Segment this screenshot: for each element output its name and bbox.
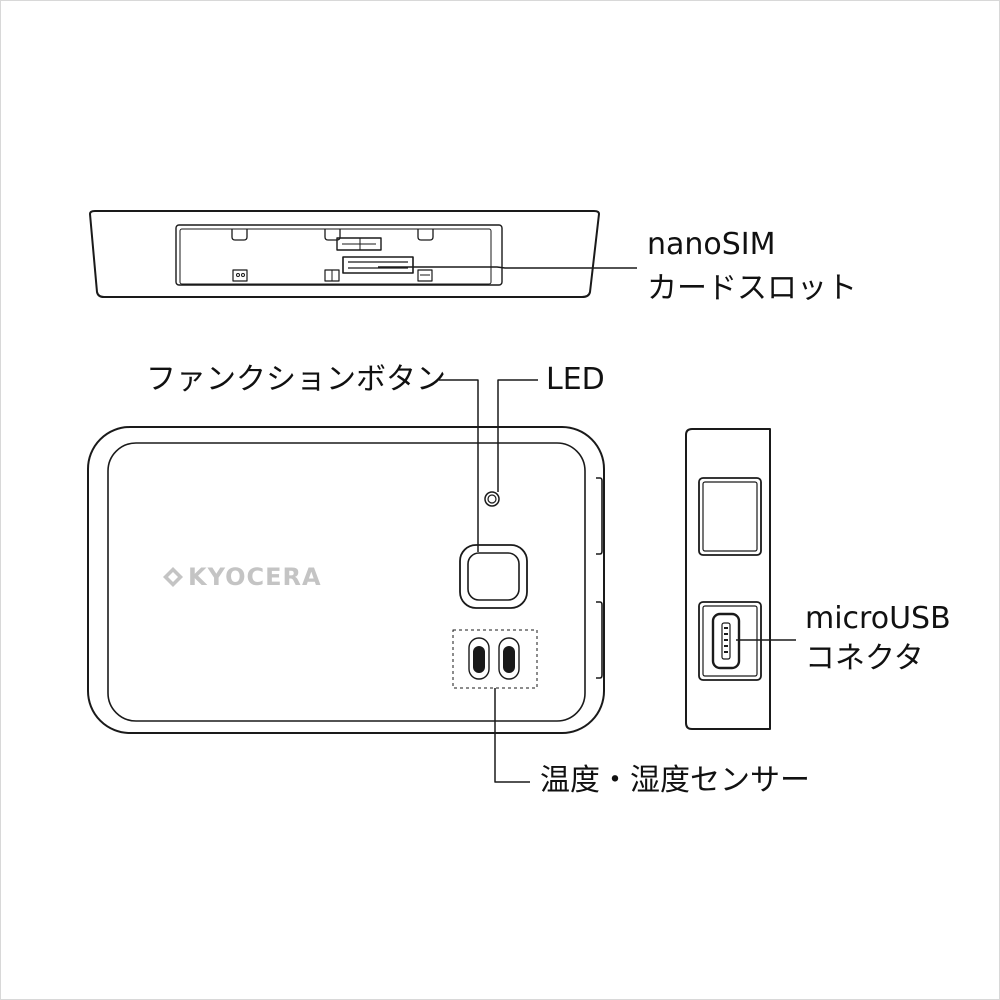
label-temperature-humidity-sensor: 温度・湿度センサー: [540, 763, 810, 798]
label-led: LED: [546, 362, 605, 397]
kyocera-logo-text: KYOCERA: [188, 563, 322, 591]
side-view: [685, 428, 771, 730]
label-micro-usb-line2: コネクタ: [805, 641, 924, 676]
label-micro-usb: microUSB コネクタ: [805, 601, 951, 677]
leader-lines: [378, 266, 796, 783]
label-function-button: ファンクションボタン: [146, 362, 446, 397]
kyocera-logo-mark-icon: [163, 567, 183, 587]
label-micro-usb-line1: microUSB: [805, 601, 951, 636]
label-nanosim-line2: カードスロット: [647, 271, 857, 306]
label-nanosim-slot: nanoSIM カードスロット: [647, 227, 857, 307]
kyocera-logo: KYOCERA: [162, 563, 322, 591]
label-nanosim-line1: nanoSIM: [647, 227, 776, 262]
top-edge-view: [89, 210, 600, 298]
front-view: [87, 426, 605, 734]
